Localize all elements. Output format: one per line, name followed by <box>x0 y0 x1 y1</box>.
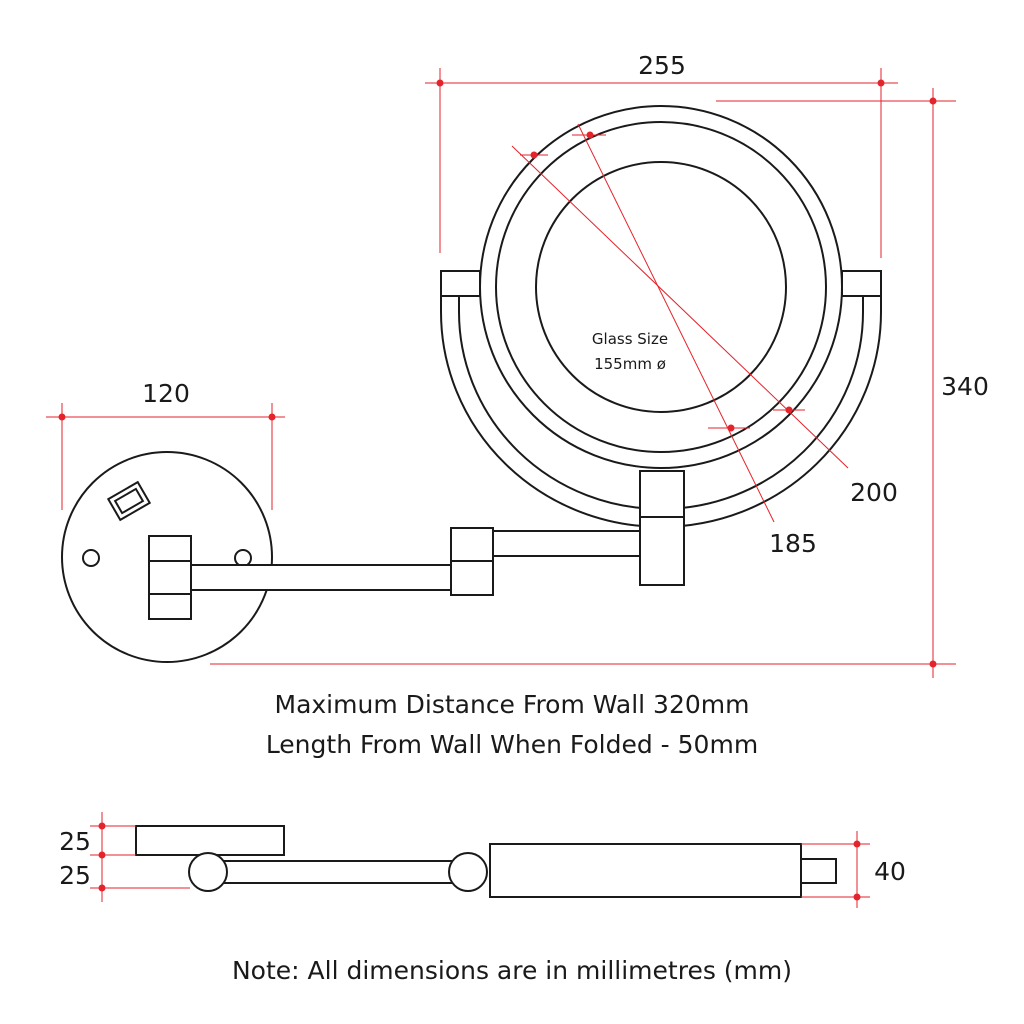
side-mirror-cap <box>800 858 837 884</box>
side-arm-rod <box>205 860 475 884</box>
pivot-joint-1 <box>148 535 192 620</box>
dimensions-front: 255 340 120 200 <box>46 51 989 678</box>
dimensions-side: 25 25 40 <box>59 812 906 908</box>
dim-outer-200: 200 <box>511 145 898 507</box>
mirror-stem <box>639 470 685 586</box>
dim-plate-120: 120 <box>46 379 285 510</box>
arm-rod-1 <box>187 564 454 591</box>
dim-side-depth-label: 40 <box>874 857 906 886</box>
dim-inner-185: 185 <box>572 123 817 558</box>
dim-side-top-label: 25 <box>59 827 91 856</box>
dim-side-bottom-label: 25 <box>59 861 91 890</box>
dim-height-340: 340 <box>210 88 989 678</box>
dim-side-40: 40 <box>801 831 906 908</box>
screw-hole-left <box>82 549 100 567</box>
mirror-inner-rim <box>495 121 827 453</box>
glass-size-label: Glass Size <box>592 330 668 348</box>
front-view: Glass Size 155mm ø <box>61 105 882 663</box>
yoke-cap-right <box>841 270 882 297</box>
dim-outer-label: 200 <box>850 478 898 507</box>
glass-size-value: 155mm ø <box>594 355 666 373</box>
side-mirror-body <box>489 843 802 898</box>
pivot-joint-2 <box>450 527 494 596</box>
side-view <box>135 825 837 898</box>
folded-length-caption: Length From Wall When Folded - 50mm <box>265 730 759 759</box>
side-wall-plate <box>135 825 285 856</box>
side-pivot-2 <box>448 852 488 892</box>
yoke-cap-left <box>440 270 481 297</box>
wall-plate <box>61 451 273 663</box>
units-note: Note: All dimensions are in millimetres … <box>231 956 793 985</box>
dim-width-255: 255 <box>425 51 898 258</box>
dim-plate-label: 120 <box>142 379 190 408</box>
dim-side-25-top: 25 <box>59 812 136 902</box>
dim-side-25-bottom: 25 <box>59 861 190 892</box>
mirror-glass <box>535 161 787 413</box>
mirror-outer-rim <box>479 105 843 469</box>
dim-width-label: 255 <box>638 51 686 80</box>
dim-height-label: 340 <box>941 372 989 401</box>
side-pivot-1 <box>188 852 228 892</box>
screw-hole-right <box>234 549 252 567</box>
max-distance-caption: Maximum Distance From Wall 320mm <box>274 690 750 719</box>
arm-rod-2 <box>490 530 642 557</box>
dim-inner-label: 185 <box>769 529 817 558</box>
switch-icon <box>106 480 152 522</box>
